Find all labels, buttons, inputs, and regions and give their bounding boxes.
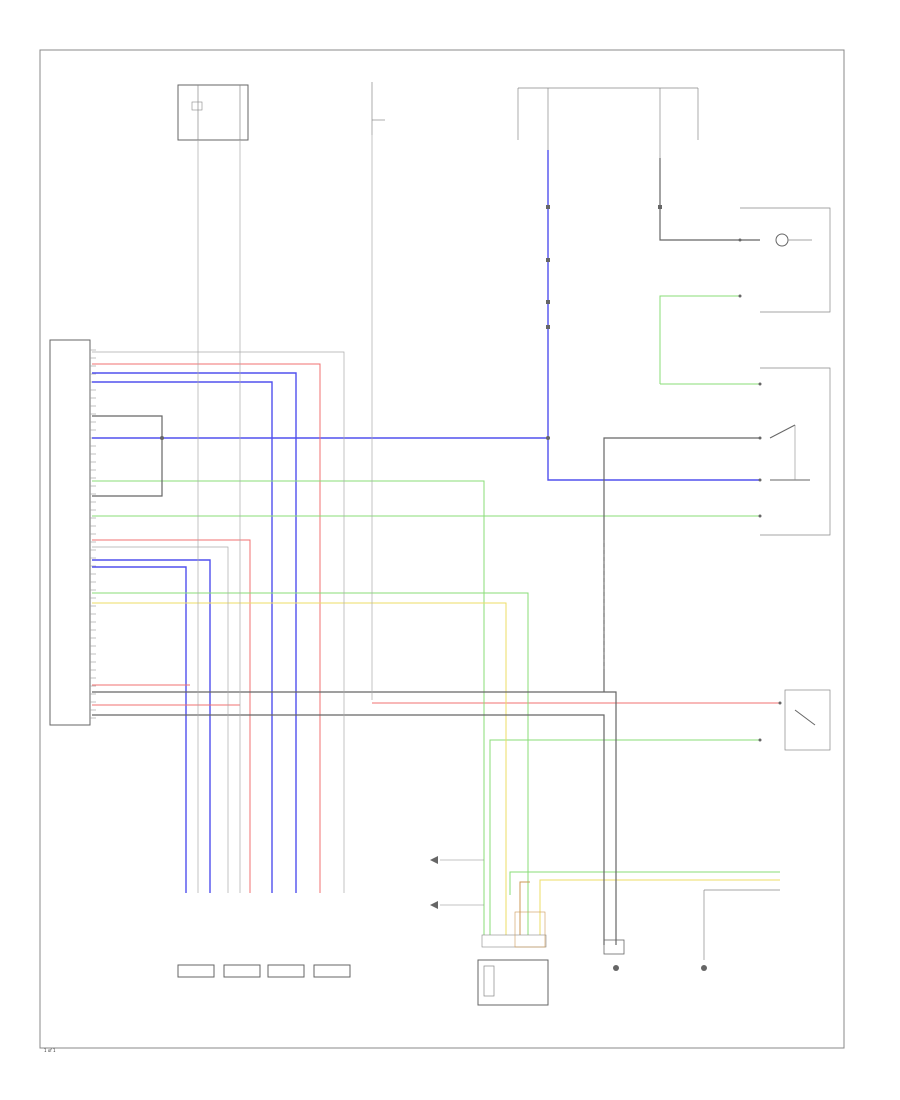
dark-wires — [92, 158, 760, 945]
bottom-ground-right — [701, 889, 780, 971]
wire-yellow-2 — [539, 879, 780, 935]
bottom-sensor-connectors — [177, 964, 351, 978]
wire-blue-5 — [92, 559, 211, 893]
wire-dark-2 — [92, 691, 617, 945]
gray-wires — [92, 135, 373, 893]
wire-gray-5 — [92, 546, 229, 893]
diagram-frame — [39, 49, 845, 1049]
wire-green-3 — [92, 592, 529, 935]
wire-red-2 — [92, 539, 251, 893]
green-wires — [92, 295, 780, 935]
wire-dark-3 — [92, 714, 605, 945]
wire-green-7 — [509, 871, 780, 895]
right-lower-switch — [758, 689, 831, 751]
wire-green-4 — [489, 739, 760, 935]
wire-blue-1 — [92, 381, 273, 893]
wire-gray-4 — [92, 351, 345, 893]
right-middle-switch — [758, 367, 831, 536]
wire-green-1 — [92, 480, 485, 935]
blue-wires — [92, 150, 760, 893]
wire-blue-2 — [92, 372, 297, 893]
wire-blue-4 — [547, 150, 760, 481]
wire-dark-1 — [92, 415, 163, 497]
left-arrow-leads — [440, 859, 484, 906]
module-pin-ticks — [90, 349, 96, 719]
page-code: 1 of 1 — [44, 1048, 56, 1053]
wire-blue-6 — [92, 566, 187, 893]
top-fuse-box-left — [177, 84, 249, 141]
wire-yellow-1 — [92, 602, 507, 935]
top-fuse-box-center — [371, 82, 385, 135]
red-wires — [92, 363, 780, 893]
wire-orange — [519, 881, 530, 935]
top-fuse-box-right — [517, 87, 699, 160]
bottom-ground-left — [603, 939, 625, 971]
right-upper-component — [738, 207, 831, 313]
left-arrow-markers — [430, 856, 438, 909]
control-module — [49, 339, 91, 726]
wire-dark-5 — [659, 158, 760, 241]
wire-red-1 — [92, 363, 321, 893]
yellow-wires — [92, 602, 780, 935]
wire-dark-4 — [603, 437, 760, 692]
splice-markers — [160, 205, 662, 440]
wire-green-5 — [659, 295, 740, 384]
bottom-center-module — [477, 911, 549, 1006]
